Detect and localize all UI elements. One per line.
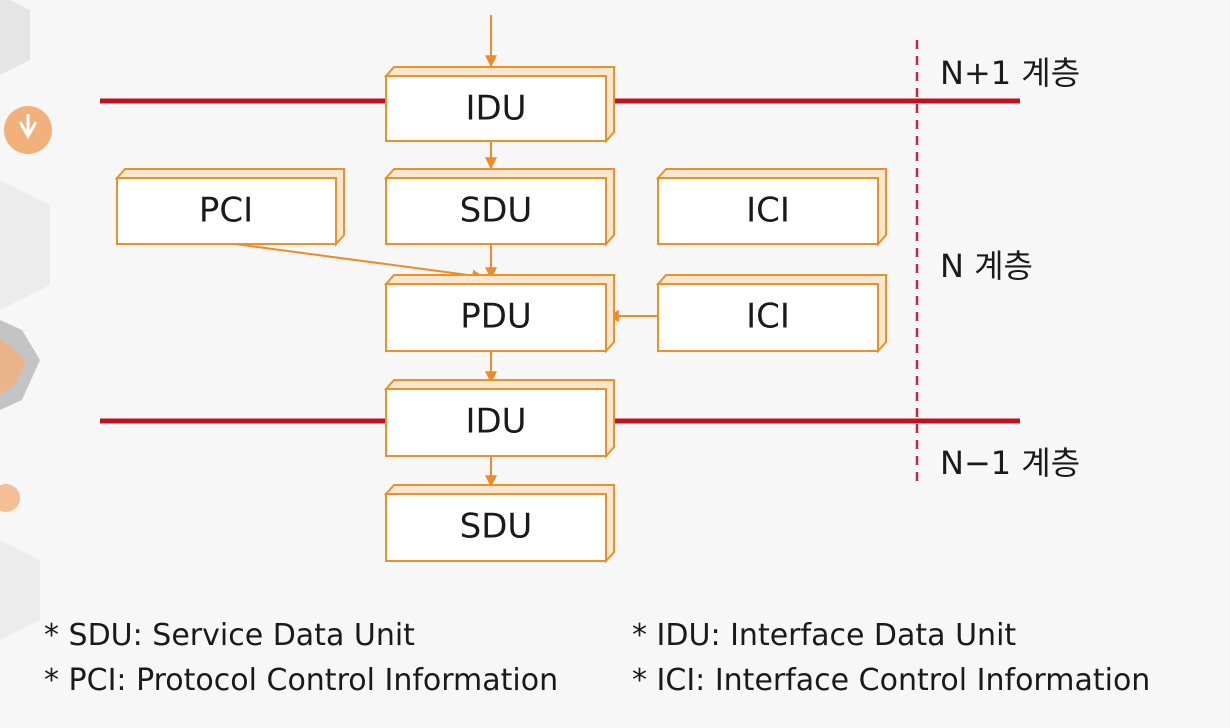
pdu-label: PDU (460, 297, 532, 337)
decor-hexagon-1 (0, 0, 30, 75)
legend-sdu: * SDU: Service Data Unit (44, 618, 415, 653)
decor-hexagon-3 (0, 340, 26, 394)
ici-mid-label: ICI (746, 297, 790, 337)
ici-mid-box: ICI (655, 274, 887, 354)
decor-hexagon-4 (0, 180, 50, 310)
legend-ici: * ICI: Interface Control Information (632, 663, 1151, 698)
decor-down-arrow-glyph (18, 114, 38, 140)
pci-label: PCI (199, 191, 253, 231)
decor-hexagon-5 (0, 540, 40, 640)
ici-top-box: ICI (655, 168, 887, 247)
layer-label-lower: N−1 계층 (940, 444, 1080, 482)
arrow-pci-to-pdu (234, 243, 485, 282)
protocol-data-unit-diagram: IDU PCI SDU ICI PDU ICI IDU SDU N+1 계층 N… (100, 15, 1080, 564)
legend-idu: * IDU: Interface Data Unit (632, 618, 1017, 653)
sdu-bottom-box: SDU (383, 484, 615, 564)
decor-circle (0, 484, 20, 512)
pdu-box: PDU (383, 274, 615, 354)
sdu-top-box: SDU (383, 168, 615, 247)
layer-label-middle: N 계층 (940, 247, 1033, 285)
idu-bottom-label: IDU (465, 402, 526, 442)
idu-bottom-box: IDU (383, 379, 615, 459)
legend-pci: * PCI: Protocol Control Information (44, 663, 559, 698)
idu-top-label: IDU (465, 89, 526, 129)
ici-top-label: ICI (746, 191, 790, 231)
pci-box: PCI (114, 168, 345, 247)
sdu-top-label: SDU (460, 191, 533, 231)
sdu-bottom-label: SDU (460, 507, 533, 547)
layer-label-upper: N+1 계층 (940, 54, 1080, 92)
idu-top-box: IDU (383, 66, 615, 144)
